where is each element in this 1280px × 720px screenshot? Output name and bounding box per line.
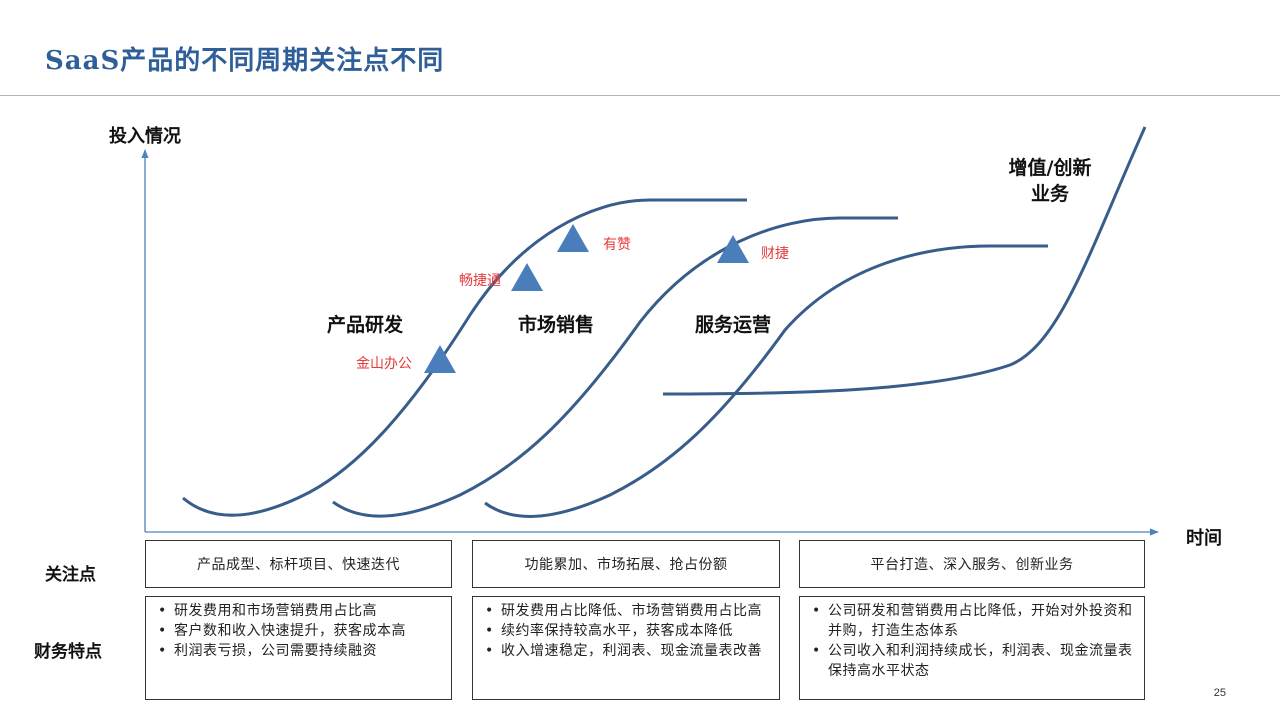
row-label-focus: 关注点 <box>45 565 96 585</box>
product-label-intuit: 财捷 <box>761 246 789 262</box>
phase-label-sales: 市场销售 <box>518 314 595 336</box>
finance-item: 研发费用占比降低、市场营销费用占比高 <box>481 601 773 621</box>
finance-item: 客户数和收入快速提升，获客成本高 <box>154 621 445 641</box>
curve-value-added <box>662 126 1147 396</box>
finance-box-sales: 研发费用占比降低、市场营销费用占比高 续约率保持较高水平，获客成本降低 收入增速… <box>472 596 780 700</box>
marker-youzan-triangle <box>557 224 589 252</box>
curve-market-sales <box>332 216 898 518</box>
page-title: SaaS产品的不同周期关注点不同 <box>45 46 445 76</box>
growth-label-line1: 增值/创新 <box>1008 157 1092 179</box>
title-divider <box>0 95 1280 96</box>
phase-label-rd: 产品研发 <box>327 314 404 336</box>
phase-label-ops: 服务运营 <box>695 314 772 336</box>
x-axis-label: 时间 <box>1186 528 1222 549</box>
focus-box-ops: 平台打造、深入服务、创新业务 <box>799 540 1145 588</box>
curve-product-rd <box>182 198 747 517</box>
finance-box-ops: 公司研发和营销费用占比降低，开始对外投资和并购，打造生态体系 公司收入和利润持续… <box>799 596 1145 700</box>
finance-item: 研发费用和市场营销费用占比高 <box>154 601 445 621</box>
finance-item: 续约率保持较高水平，获客成本降低 <box>481 621 773 641</box>
page-number: 25 <box>1213 687 1226 699</box>
finance-item: 利润表亏损，公司需要持续融资 <box>154 641 445 661</box>
finance-item: 公司收入和利润持续成长，利润表、现金流量表保持高水平状态 <box>808 641 1138 681</box>
finance-item: 公司研发和营销费用占比降低，开始对外投资和并购，打造生态体系 <box>808 601 1138 641</box>
row-label-finance: 财务特点 <box>34 642 102 662</box>
growth-label-line2: 业务 <box>1030 183 1069 205</box>
growth-business-label: 增值/创新 业务 <box>1000 155 1100 207</box>
marker-intuit-triangle <box>717 235 749 263</box>
marker-chanjet-triangle <box>511 263 543 291</box>
product-label-kingsoft: 金山办公 <box>356 356 412 372</box>
product-label-youzan: 有赞 <box>603 237 631 253</box>
focus-box-rd: 产品成型、标杆项目、快速迭代 <box>145 540 452 588</box>
curve-service-ops <box>484 244 1048 518</box>
product-label-chanjet: 畅捷通 <box>459 273 501 289</box>
marker-kingsoft-triangle <box>424 345 456 373</box>
finance-item: 收入增速稳定，利润表、现金流量表改善 <box>481 641 773 661</box>
y-axis-label: 投入情况 <box>109 126 181 147</box>
finance-box-rd: 研发费用和市场营销费用占比高 客户数和收入快速提升，获客成本高 利润表亏损，公司… <box>145 596 452 700</box>
focus-box-sales: 功能累加、市场拓展、抢占份额 <box>472 540 780 588</box>
